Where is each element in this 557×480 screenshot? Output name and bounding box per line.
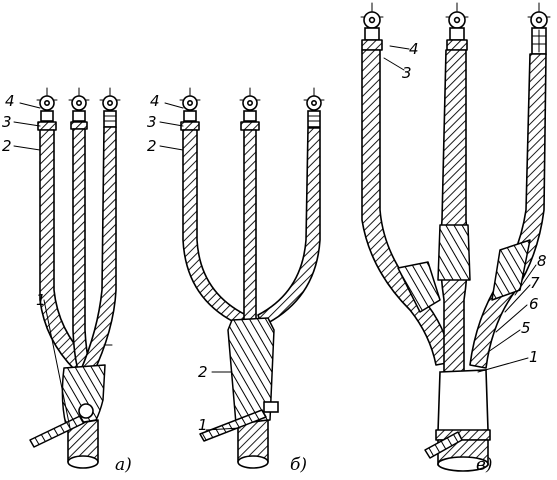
core-middle: [72, 128, 91, 371]
lug-icon: [360, 2, 384, 51]
label-2: 2: [147, 137, 157, 155]
label-3: 3: [147, 113, 157, 131]
label-1: 1: [36, 291, 46, 309]
stress-cone-right: [491, 239, 531, 301]
sleeve: [227, 317, 275, 425]
lug-icon: [445, 2, 469, 51]
lug-icon: [303, 87, 325, 128]
label-7: 7: [530, 274, 540, 292]
label-2: 2: [198, 363, 208, 381]
label-4: 4: [150, 92, 160, 110]
core-left: [182, 129, 247, 326]
caption-b: б): [290, 455, 307, 475]
figure-a: 4 3 2 1 а): [2, 87, 132, 475]
lug-icon: [36, 87, 58, 131]
label-1: 1: [529, 348, 539, 366]
stress-cone-middle: [437, 224, 471, 281]
label-4: 4: [5, 92, 15, 110]
ground-wire: [199, 409, 267, 442]
caption-c: в): [476, 455, 493, 475]
crotch-seal: [437, 369, 489, 433]
stress-cone-left: [397, 261, 441, 313]
figure-b: 4 3 2 2 1 б): [147, 87, 325, 475]
label-6: 6: [529, 295, 539, 313]
label-1: 1: [198, 416, 208, 434]
core-middle: [439, 49, 469, 373]
figure-c: 4 3 8 7 6 5 1 в): [360, 2, 551, 475]
label-2: 2: [2, 137, 12, 155]
label-5: 5: [521, 319, 531, 337]
label-4: 4: [409, 40, 419, 58]
lug-icon: [239, 87, 261, 131]
core-right: [257, 127, 321, 327]
core-left: [361, 49, 453, 366]
lug-icon: [68, 87, 90, 130]
ground-wire: [424, 431, 463, 459]
core-middle: [243, 129, 257, 331]
ground-wire: [29, 415, 85, 448]
lug-icon: [527, 2, 551, 55]
label-3: 3: [2, 113, 12, 131]
label-3: 3: [402, 64, 412, 82]
caption-a: а): [115, 455, 132, 475]
lug-icon: [99, 87, 121, 128]
lug-icon: [179, 87, 201, 131]
label-8: 8: [537, 252, 547, 270]
